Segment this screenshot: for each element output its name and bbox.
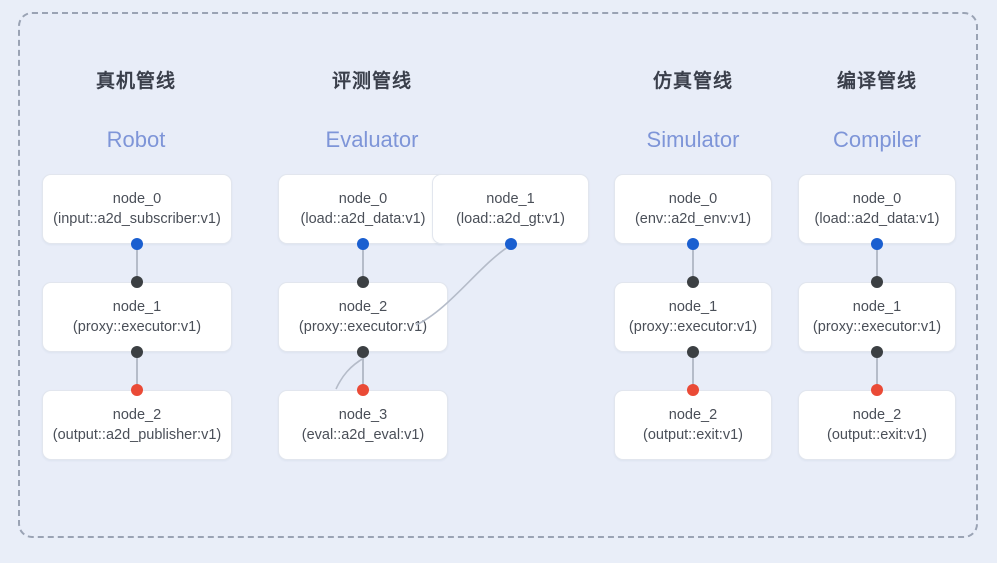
edge-connector: [876, 352, 878, 390]
port-dot-output[interactable]: [357, 238, 369, 250]
node-spec: (output::a2d_publisher:v1): [52, 426, 222, 443]
node-box[interactable]: node_0 (input::a2d_subscriber:v1): [42, 174, 232, 244]
column-title-en-robot: Robot: [106, 127, 166, 152]
port-dot-output[interactable]: [871, 238, 883, 250]
node-spec: (load::a2d_data:v1): [300, 210, 426, 227]
node-box[interactable]: node_0 (env::a2d_env:v1): [614, 174, 772, 244]
edge-connector: [876, 244, 878, 282]
column-title-cn-robot: 真机管线: [95, 71, 176, 92]
node-name: node_0: [112, 190, 162, 207]
port-dot-output[interactable]: [687, 238, 699, 250]
node-name: node_1: [486, 190, 535, 207]
node-box[interactable]: node_1 (proxy::executor:v1): [798, 282, 956, 352]
edge-connector: [136, 352, 138, 390]
node-spec: (output::exit:v1): [827, 426, 927, 443]
node-spec: (load::a2d_data:v1): [814, 210, 940, 227]
node-name: node_0: [852, 190, 902, 207]
port-dot-input[interactable]: [687, 384, 699, 396]
node-name: node_1: [668, 298, 718, 315]
node-box[interactable]: node_2 (output::exit:v1): [614, 390, 772, 460]
port-dot-output[interactable]: [131, 238, 143, 250]
node-spec: (eval::a2d_eval:v1): [301, 426, 425, 443]
port-dot-output[interactable]: [871, 346, 883, 358]
node-box[interactable]: node_2 (output::a2d_publisher:v1): [42, 390, 232, 460]
edge-connector: [692, 244, 694, 282]
node-name: node_0: [668, 190, 718, 207]
port-dot-input[interactable]: [871, 384, 883, 396]
node-spec: (proxy::executor:v1): [812, 318, 942, 335]
node-box[interactable]: node_2 (proxy::executor:v1): [278, 282, 448, 352]
node-spec: (output::exit:v1): [643, 426, 743, 443]
port-dot-output[interactable]: [357, 346, 369, 358]
port-dot-input[interactable]: [357, 384, 369, 396]
node-box[interactable]: node_1 (proxy::executor:v1): [614, 282, 772, 352]
column-title-cn-compiler: 编译管线: [836, 71, 917, 92]
node-box[interactable]: node_2 (output::exit:v1): [798, 390, 956, 460]
column-title-cn-evaluator: 评测管线: [331, 71, 412, 92]
node-name: node_1: [852, 298, 902, 315]
column-title-cn-simulator: 仿真管线: [652, 71, 733, 92]
node-spec: (input::a2d_subscriber:v1): [53, 210, 221, 227]
edge-connector: [692, 352, 694, 390]
column-title-en-compiler: Compiler: [832, 127, 922, 152]
node-name: node_2: [852, 406, 902, 423]
node-spec: (proxy::executor:v1): [298, 318, 428, 335]
port-dot-input[interactable]: [357, 276, 369, 288]
port-dot-input[interactable]: [131, 276, 143, 288]
node-spec: (load::a2d_gt:v1): [456, 210, 565, 227]
port-dot-output[interactable]: [131, 346, 143, 358]
node-box[interactable]: node_0 (load::a2d_data:v1): [278, 174, 448, 244]
node-name: node_2: [668, 406, 718, 423]
port-dot-output[interactable]: [505, 238, 517, 250]
node-box[interactable]: node_1 (proxy::executor:v1): [42, 282, 232, 352]
node-spec: (env::a2d_env:v1): [634, 210, 752, 227]
node-name: node_0: [338, 190, 388, 207]
port-dot-input[interactable]: [131, 384, 143, 396]
node-name: node_3: [338, 406, 388, 423]
node-box[interactable]: node_0 (load::a2d_data:v1): [798, 174, 956, 244]
node-spec: (proxy::executor:v1): [72, 318, 202, 335]
column-title-en-simulator: Simulator: [646, 127, 740, 152]
node-box-side[interactable]: node_1 (load::a2d_gt:v1): [432, 174, 589, 244]
edge-connector: [136, 244, 138, 282]
edge-connector: [362, 244, 364, 282]
port-dot-input[interactable]: [687, 276, 699, 288]
node-name: node_2: [112, 406, 162, 423]
node-box[interactable]: node_3 (eval::a2d_eval:v1): [278, 390, 448, 460]
node-name: node_2: [338, 298, 388, 315]
port-dot-output[interactable]: [687, 346, 699, 358]
node-spec: (proxy::executor:v1): [628, 318, 758, 335]
column-title-en-evaluator: Evaluator: [325, 127, 419, 152]
pipeline-group-container: 真机管线 Robot node_0 (input::a2d_subscriber…: [18, 12, 978, 538]
node-name: node_1: [112, 298, 162, 315]
port-dot-input[interactable]: [871, 276, 883, 288]
